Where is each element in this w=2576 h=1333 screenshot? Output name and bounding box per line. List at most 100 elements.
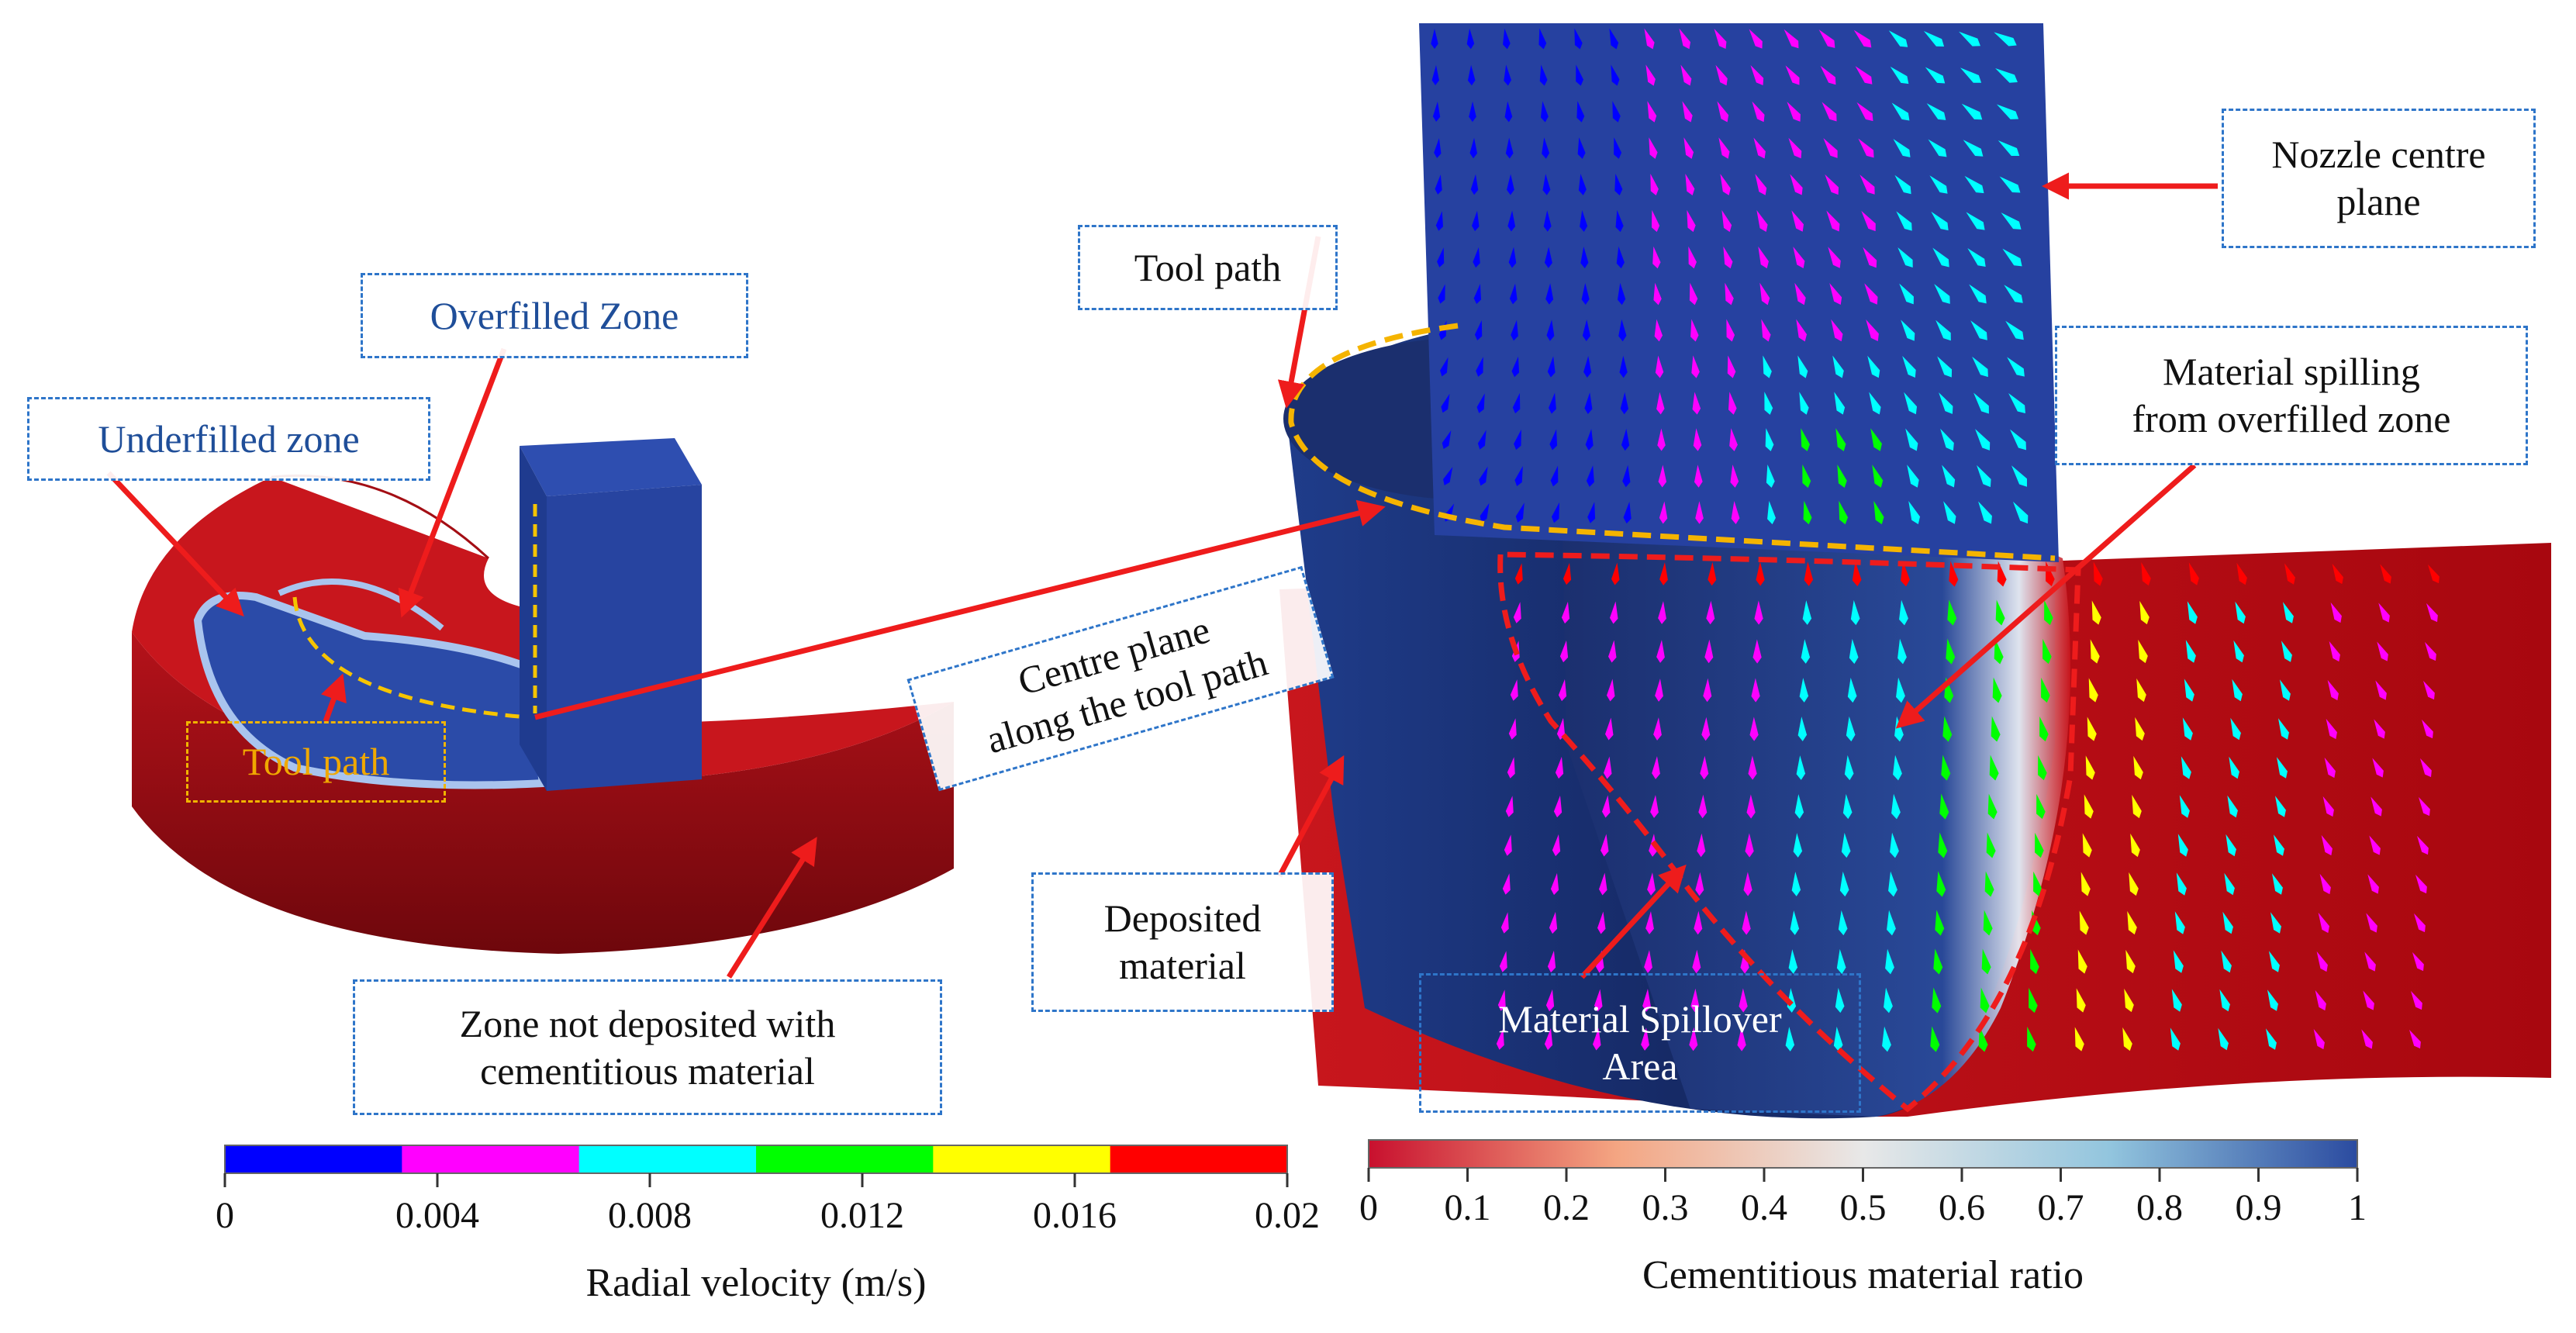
velocity-vector — [1561, 601, 1570, 624]
velocity-vector — [1509, 283, 1518, 305]
velocity-vector — [1442, 430, 1452, 450]
velocity-vector — [2170, 1027, 2181, 1051]
velocity-vector — [1443, 467, 1453, 485]
colorbar-right-tick-label: 0.6 — [1939, 1187, 1985, 1228]
velocity-vector — [1652, 246, 1661, 269]
velocity-vector — [1645, 911, 1654, 934]
velocity-vector — [1690, 319, 1699, 342]
velocity-vector — [1882, 1026, 1891, 1052]
velocity-vector — [2219, 989, 2230, 1012]
velocity-vector — [1992, 677, 2002, 703]
velocity-vector — [1753, 137, 1766, 159]
velocity-vector — [1594, 989, 1603, 1012]
velocity-vector — [2316, 951, 2328, 972]
velocity-vector — [1978, 1026, 1988, 1052]
velocity-vector — [1473, 283, 1482, 305]
label-deposited-material: Deposited material — [1031, 872, 1334, 1012]
velocity-vector — [1551, 502, 1560, 523]
velocity-vector — [1729, 428, 1738, 451]
velocity-vector — [1743, 872, 1752, 896]
velocity-vector — [2332, 563, 2343, 585]
velocity-vector — [2327, 679, 2339, 701]
colorbar-left-tick-label: 0.02 — [1255, 1195, 1320, 1236]
colorbar-right-tick-label: 0 — [1359, 1187, 1378, 1228]
velocity-vector — [1975, 429, 1991, 451]
velocity-vector — [1549, 429, 1558, 451]
velocity-vector — [2042, 638, 2052, 665]
velocity-vector — [2414, 913, 2426, 933]
velocity-vector — [1682, 101, 1693, 123]
velocity-vector — [1839, 500, 1849, 525]
velocity-vector — [1580, 247, 1589, 268]
velocity-vector — [2033, 871, 2042, 897]
velocity-vector — [2181, 756, 2191, 779]
velocity-vector — [1576, 64, 1583, 86]
velocity-vector — [1787, 988, 1797, 1013]
velocity-vector — [1891, 793, 1901, 820]
velocity-vector — [1515, 502, 1525, 523]
velocity-vector — [2229, 756, 2239, 779]
velocity-vector — [1790, 174, 1803, 195]
velocity-vector — [1708, 561, 1717, 586]
velocity-vector — [1935, 910, 1945, 936]
velocity-vector — [1932, 247, 1949, 268]
velocity-vector — [2079, 910, 2089, 935]
velocity-vector — [1694, 910, 1703, 935]
velocity-vector — [2036, 793, 2046, 820]
velocity-vector — [1695, 872, 1704, 896]
velocity-vector — [1967, 248, 1986, 267]
velocity-vector — [1986, 832, 1996, 858]
velocity-vector — [1508, 718, 1517, 740]
colorbar-right-tick-label: 0.9 — [2235, 1187, 2282, 1228]
velocity-vector — [1942, 716, 1953, 742]
velocity-vector — [1980, 987, 1990, 1014]
colorbar-left-swatch — [756, 1145, 934, 1173]
velocity-vector — [2324, 757, 2336, 779]
velocity-vector — [2185, 640, 2196, 663]
colorbar-left-tick-label: 0 — [216, 1195, 234, 1236]
velocity-vector — [1469, 101, 1476, 123]
velocity-vector — [2221, 950, 2232, 973]
velocity-vector — [1995, 599, 2005, 626]
velocity-vector — [1434, 138, 1442, 158]
colorbar-right-tick-label: 0.5 — [1839, 1187, 1887, 1228]
velocity-vector — [1833, 1026, 1843, 1052]
velocity-vector — [2124, 988, 2134, 1013]
velocity-vector — [1946, 638, 1956, 665]
colorbar-right-tick-label: 0.8 — [2136, 1187, 2183, 1228]
velocity-vector — [1794, 794, 1804, 819]
velocity-vector — [2412, 951, 2424, 972]
velocity-vector — [2422, 719, 2433, 739]
velocity-vector — [1838, 910, 1848, 936]
velocity-vector — [1511, 356, 1520, 378]
velocity-vector — [1437, 247, 1445, 268]
velocity-vector — [1470, 174, 1479, 195]
colorbar-right-tick-label: 1 — [2348, 1187, 2367, 1228]
velocity-vector — [1788, 949, 1798, 974]
velocity-vector — [1754, 600, 1763, 625]
velocity-vector — [1767, 500, 1776, 525]
velocity-vector — [1435, 211, 1443, 231]
velocity-vector — [2008, 392, 2025, 414]
velocity-vector — [1939, 793, 1949, 820]
velocity-vector — [1740, 949, 1749, 974]
velocity-vector — [1849, 638, 1859, 665]
velocity-vector — [1869, 392, 1881, 415]
velocity-vector — [2139, 600, 2150, 625]
velocity-vector — [1680, 64, 1692, 86]
velocity-vector — [1969, 284, 1987, 304]
velocity-vector — [1943, 501, 1956, 524]
velocity-vector — [1507, 757, 1515, 779]
label-tool-path-right: Tool path — [1078, 225, 1338, 310]
velocity-vector — [1793, 833, 1803, 858]
velocity-vector — [2419, 796, 2430, 817]
velocity-vector — [1748, 755, 1757, 780]
velocity-vector — [1655, 679, 1663, 702]
velocity-vector — [2330, 602, 2342, 623]
velocity-vector — [1853, 29, 1872, 48]
velocity-vector — [2319, 873, 2331, 895]
velocity-vector — [1832, 355, 1844, 378]
velocity-vector — [1504, 834, 1512, 856]
velocity-vector — [1970, 320, 1987, 340]
velocity-vector — [1578, 174, 1587, 195]
